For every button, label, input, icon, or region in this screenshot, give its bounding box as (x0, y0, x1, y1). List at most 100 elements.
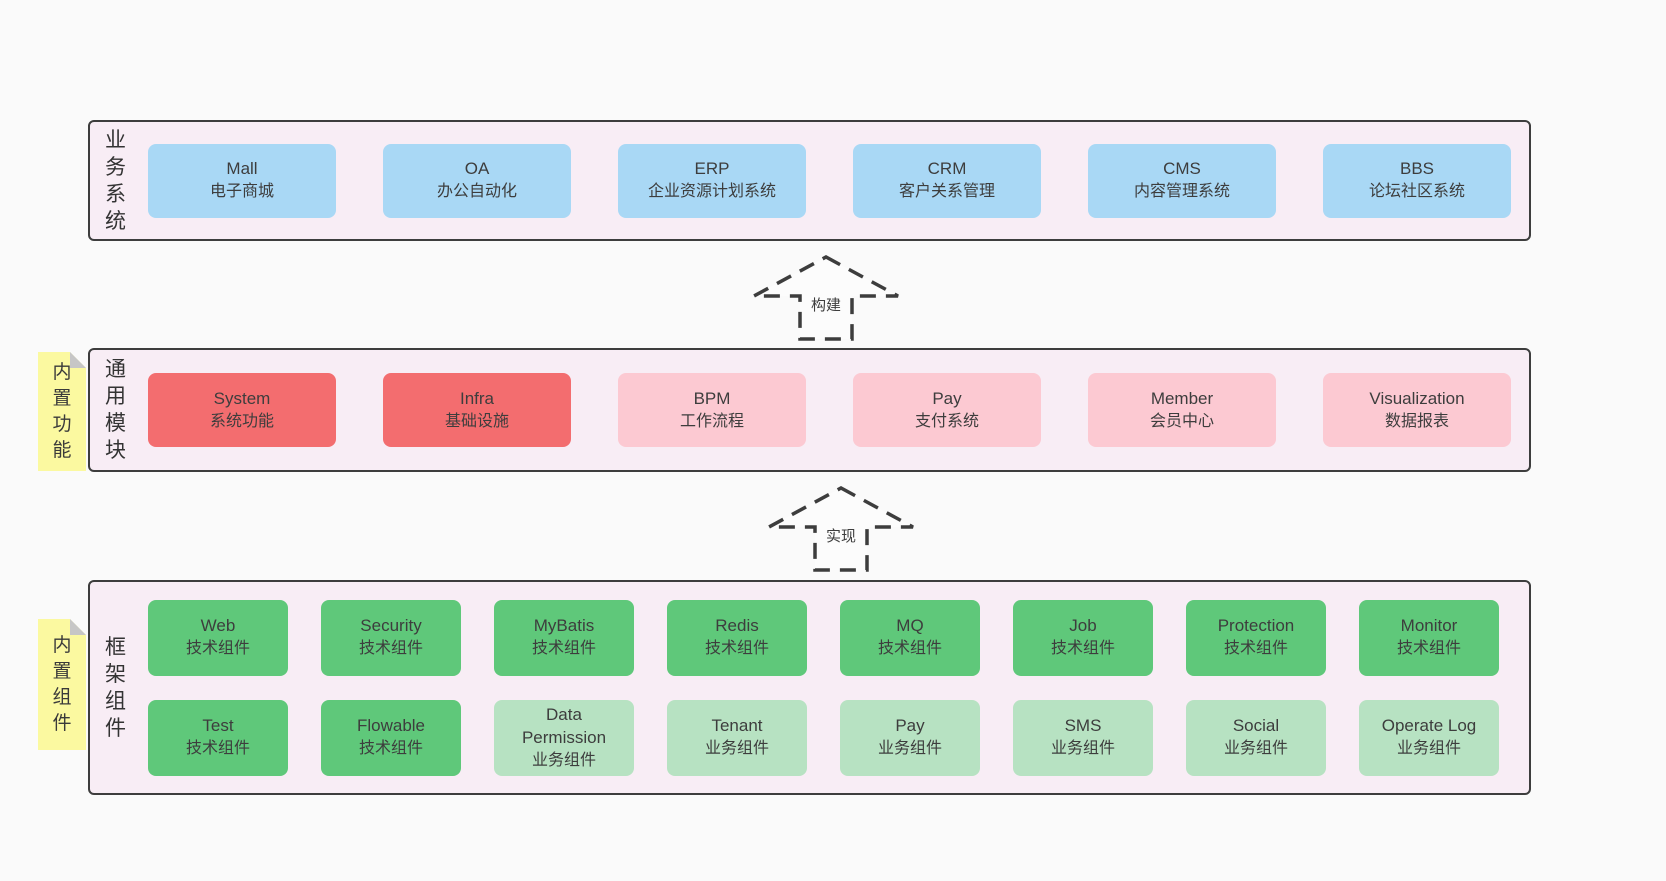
box-name: Operate Log (1381, 716, 1477, 736)
box-security: Security 技术组件 (321, 599, 461, 676)
band-common-modules: 通用模块 System 系统功能 Infra 基础设施 BPM 工作流程 Pay… (88, 348, 1531, 472)
box-desc: 支付系统 (914, 412, 979, 430)
box-data-permission: Data Permission 业务组件 (494, 699, 634, 776)
box-name: Test (202, 716, 234, 736)
box-desc: 技术组件 (1223, 640, 1288, 658)
box-job: Job 技术组件 (1013, 599, 1153, 676)
box-test: Test 技术组件 (148, 699, 288, 776)
box-tenant: Tenant 业务组件 (667, 699, 807, 776)
box-name: BBS (1399, 159, 1435, 179)
arrow-build-label: 构建 (808, 294, 844, 315)
box-desc: 业务组件 (531, 751, 596, 769)
box-bbs: BBS 论坛社区系统 (1323, 143, 1511, 218)
band-business-systems: 业务系统 Mall 电子商城 OA 办公自动化 ERP 企业资源计划系统 CRM… (88, 120, 1531, 241)
framework-row-1: Web 技术组件 Security 技术组件 MyBatis 技术组件 Redi… (148, 599, 1499, 676)
box-name: BPM (693, 388, 731, 408)
box-desc: 技术组件 (704, 640, 769, 658)
box-desc: 技术组件 (531, 640, 596, 658)
box-desc: 电子商城 (209, 183, 274, 201)
box-desc: 业务组件 (1050, 740, 1115, 758)
arrow-implement: 实现 (765, 484, 917, 574)
box-desc: 论坛社区系统 (1368, 183, 1465, 201)
box-name: Web (200, 616, 236, 636)
box-name: Flowable (356, 716, 426, 736)
box-name: Security (360, 616, 422, 636)
box-name: ERP (694, 159, 730, 179)
box-social: Social 业务组件 (1186, 699, 1326, 776)
framework-row-2: Test 技术组件 Flowable 技术组件 Data Permission … (148, 699, 1499, 776)
box-name: MQ (896, 616, 924, 636)
sticky-note-builtin-features: 内置功能 (38, 352, 86, 471)
box-protection: Protection 技术组件 (1186, 599, 1326, 676)
box-desc: 内容管理系统 (1133, 183, 1230, 201)
box-flowable: Flowable 技术组件 (321, 699, 461, 776)
box-crm: CRM 客户关系管理 (853, 143, 1041, 218)
fold-corner-icon (70, 352, 86, 368)
box-desc: 工作流程 (679, 412, 744, 430)
box-desc: 基础设施 (444, 412, 509, 430)
box-pay-component: Pay 业务组件 (840, 699, 980, 776)
business-systems-boxes: Mall 电子商城 OA 办公自动化 ERP 企业资源计划系统 CRM 客户关系… (148, 143, 1511, 218)
box-name: Tenant (711, 716, 763, 736)
box-name: Pay (932, 388, 962, 408)
band-label-common-modules: 通用模块 (105, 358, 126, 462)
box-operate-log: Operate Log 业务组件 (1359, 699, 1499, 776)
box-member: Member 会员中心 (1088, 373, 1276, 447)
box-name: SMS (1064, 716, 1102, 736)
box-visualization: Visualization 数据报表 (1323, 373, 1511, 447)
box-name: CMS (1163, 159, 1201, 179)
sticky-note-builtin-components: 内置组件 (38, 619, 86, 750)
fold-corner-icon (70, 619, 86, 635)
box-sms: SMS 业务组件 (1013, 699, 1153, 776)
arrow-implement-label: 实现 (823, 525, 859, 546)
box-desc: 数据报表 (1384, 412, 1449, 430)
box-redis: Redis 技术组件 (667, 599, 807, 676)
common-modules-boxes: System 系统功能 Infra 基础设施 BPM 工作流程 Pay 支付系统… (148, 373, 1511, 447)
box-desc: 技术组件 (1396, 640, 1461, 658)
box-desc: 技术组件 (185, 740, 250, 758)
box-mybatis: MyBatis 技术组件 (494, 599, 634, 676)
box-name: Data Permission (521, 704, 607, 747)
box-desc: 技术组件 (1050, 640, 1115, 658)
sticky-label: 内置功能 (52, 361, 72, 461)
box-name: Visualization (1369, 388, 1465, 408)
box-desc: 办公自动化 (436, 183, 517, 201)
box-desc: 业务组件 (1223, 740, 1288, 758)
box-monitor: Monitor 技术组件 (1359, 599, 1499, 676)
box-name: Protection (1217, 616, 1295, 636)
box-web: Web 技术组件 (148, 599, 288, 676)
box-oa: OA 办公自动化 (383, 143, 571, 218)
box-desc: 业务组件 (1396, 740, 1461, 758)
box-desc: 会员中心 (1149, 412, 1214, 430)
box-name: Member (1150, 388, 1214, 408)
band-label-framework-components: 框架组件 (105, 635, 126, 740)
box-desc: 技术组件 (358, 740, 423, 758)
sticky-label: 内置组件 (52, 634, 72, 734)
box-desc: 客户关系管理 (898, 183, 995, 201)
box-name: Infra (459, 388, 495, 408)
box-infra: Infra 基础设施 (383, 373, 571, 447)
box-pay-module: Pay 支付系统 (853, 373, 1041, 447)
band-label-business-systems: 业务系统 (105, 128, 126, 233)
box-mall: Mall 电子商城 (148, 143, 336, 218)
box-desc: 企业资源计划系统 (647, 183, 776, 201)
box-desc: 技术组件 (358, 640, 423, 658)
box-desc: 业务组件 (704, 740, 769, 758)
box-desc: 业务组件 (877, 740, 942, 758)
arrow-build: 构建 (750, 253, 902, 343)
box-name: CRM (927, 159, 967, 179)
box-desc: 技术组件 (877, 640, 942, 658)
box-name: Redis (715, 616, 759, 636)
box-erp: ERP 企业资源计划系统 (618, 143, 806, 218)
box-name: OA (464, 159, 490, 179)
band-framework-components: 框架组件 Web 技术组件 Security 技术组件 MyBatis 技术组件… (88, 580, 1531, 795)
box-name: Monitor (1400, 616, 1458, 636)
box-name: Job (1069, 616, 1097, 636)
box-name: MyBatis (533, 616, 595, 636)
box-cms: CMS 内容管理系统 (1088, 143, 1276, 218)
box-name: Social (1232, 716, 1280, 736)
framework-components-rows: Web 技术组件 Security 技术组件 MyBatis 技术组件 Redi… (148, 599, 1499, 776)
box-bpm: BPM 工作流程 (618, 373, 806, 447)
box-name: Pay (895, 716, 925, 736)
